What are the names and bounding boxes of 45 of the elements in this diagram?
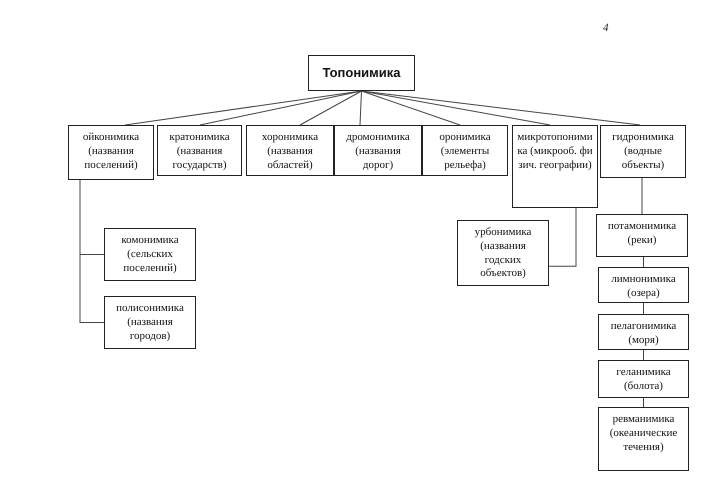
category-box <box>598 407 689 471</box>
connector-line <box>360 90 362 126</box>
connector-line <box>361 90 550 126</box>
node-label: микротопонимика (микрооб. физич. географии) <box>517 131 593 172</box>
category-box <box>157 125 242 176</box>
node-label: ойконимика (названия поселений) <box>82 131 140 172</box>
connector-line <box>643 256 644 268</box>
category-box <box>512 125 598 208</box>
connector-line <box>300 90 362 126</box>
node-label: геланимика (болота) <box>615 366 672 394</box>
node-label: комонимика (сельских поселений) <box>120 234 180 276</box>
category-box <box>596 214 688 257</box>
connector-line <box>643 350 644 360</box>
connector-line <box>643 302 644 314</box>
root-box <box>308 55 415 91</box>
node-label: Топонимика <box>322 64 401 82</box>
category-box <box>598 360 689 398</box>
node-label: гидронимика (водные объекты) <box>611 131 675 172</box>
category-box <box>600 125 686 178</box>
node-label: кратонимика (названия государств) <box>168 131 231 172</box>
category-box <box>334 125 422 176</box>
category-box <box>422 125 508 176</box>
node-label: хоронимика (названия областей) <box>260 131 320 172</box>
node-label: оронимика (элементы рельефа) <box>438 131 492 172</box>
category-box <box>246 125 334 176</box>
category-box <box>598 267 689 303</box>
connector-line <box>200 90 362 126</box>
category-box <box>104 228 196 281</box>
connector-line <box>361 90 640 126</box>
category-box <box>68 125 154 180</box>
category-box <box>598 314 689 350</box>
node-label: пелагонимика (моря) <box>610 320 678 348</box>
connector-line <box>643 398 644 408</box>
node-label: полисонимика (названия городов) <box>115 302 185 344</box>
connector-line <box>361 90 460 126</box>
node-label: лимнонимика (озера) <box>610 273 677 300</box>
node-label: ревманимика (океанические течения) <box>608 413 678 454</box>
node-label: потамонимика (реки) <box>606 220 678 248</box>
connector-line <box>548 208 576 267</box>
category-box <box>457 220 549 286</box>
page-number: 4 <box>603 22 608 34</box>
category-box <box>104 296 196 349</box>
node-label: дромонимика (названия дорог) <box>345 131 411 172</box>
connector-line <box>80 180 104 323</box>
node-label: урбонимика (названия годских объектов) <box>474 226 532 281</box>
